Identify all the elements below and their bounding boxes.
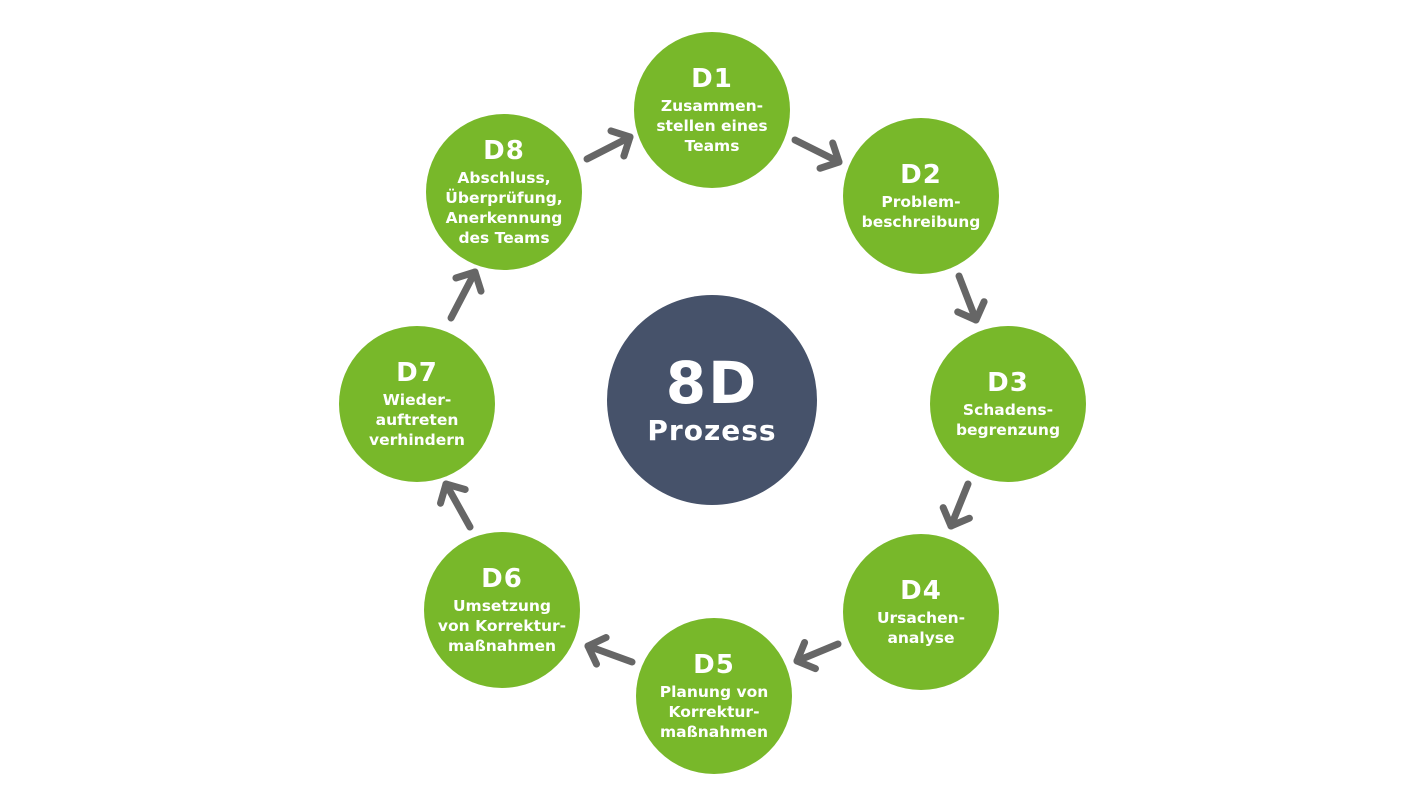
arrow-shaft <box>791 136 843 166</box>
step-label-line: Teams <box>684 136 740 155</box>
arrow-shaft <box>583 133 634 163</box>
step-d1: D1 Zusammen- stellen eines Teams <box>634 32 790 188</box>
step-label-line: Planung von <box>659 682 769 701</box>
step-label-line: Korrektur- <box>668 702 760 721</box>
arrow-shaft <box>955 272 980 324</box>
step-d7: D7 Wieder- auftreten verhindern <box>339 326 495 482</box>
step-d3: D3 Schadens- begrenzung <box>930 326 1086 482</box>
step-d4: D4 Ursachen- analyse <box>843 534 999 690</box>
center-hub: 8D Prozess <box>607 295 817 505</box>
arrow-shaft <box>447 268 479 322</box>
step-label-line: Ursachen- <box>876 608 966 627</box>
step-code: D4 <box>900 575 942 606</box>
arrow-shaft <box>793 640 842 665</box>
arrow-head <box>607 127 634 160</box>
step-code: D2 <box>900 159 942 190</box>
arrow-right-icon <box>939 480 973 530</box>
step-label-line: Umsetzung <box>452 596 552 615</box>
step-label-line: analyse <box>887 628 955 647</box>
arrow-head <box>954 298 988 324</box>
step-code: D5 <box>693 649 735 680</box>
arrow-head <box>793 639 819 673</box>
arrow-head <box>437 480 469 507</box>
arrow-right-icon <box>437 480 474 531</box>
step-label-line: stellen eines <box>656 116 768 135</box>
step-label-line: Schadens- <box>962 400 1054 419</box>
arrow-shaft <box>584 642 636 666</box>
step-label-line: maßnahmen <box>448 636 556 655</box>
step-label-line: Anerkennung <box>445 208 563 227</box>
arrow-head <box>816 139 843 172</box>
arrow-head <box>939 504 973 530</box>
center-subtitle: Prozess <box>647 414 777 447</box>
step-label-line: begrenzung <box>955 420 1061 439</box>
step-code: D6 <box>481 563 523 594</box>
arrow-head <box>584 634 610 668</box>
step-label-line: Abschluss, <box>457 168 551 187</box>
step-label-line: auftreten <box>375 410 459 429</box>
step-label-line: von Korrektur- <box>437 616 567 635</box>
step-d2: D2 Problem- beschreibung <box>843 118 999 274</box>
step-code: D3 <box>987 367 1029 398</box>
arrow-right-icon <box>447 268 485 322</box>
center-title: 8D <box>665 349 759 417</box>
step-code: D7 <box>396 357 438 388</box>
step-d5: D5 Planung von Korrektur- maßnahmen <box>636 618 792 774</box>
step-label-line: beschreibung <box>861 212 981 231</box>
step-label-line: Problem- <box>881 192 961 211</box>
step-code: D1 <box>691 63 733 94</box>
arrow-shaft <box>947 480 972 530</box>
arrow-right-icon <box>954 272 988 324</box>
step-label-line: maßnahmen <box>660 722 768 741</box>
step-label-line: verhindern <box>369 430 465 449</box>
step-label-line: Überprüfung, <box>445 188 563 207</box>
arrow-shaft <box>442 480 474 531</box>
step-d8: D8 Abschluss, Überprüfung, Anerkennung d… <box>426 114 582 270</box>
step-d6: D6 Umsetzung von Korrektur- maßnahmen <box>424 532 580 688</box>
arrow-right-icon <box>793 639 842 673</box>
arrow-head <box>452 268 485 295</box>
arrow-right-icon <box>583 127 634 163</box>
step-label-line: des Teams <box>458 228 550 247</box>
step-code: D8 <box>483 135 525 166</box>
arrow-right-icon <box>791 136 843 172</box>
step-label-line: Zusammen- <box>660 96 764 115</box>
arrow-right-icon <box>584 634 636 668</box>
step-label-line: Wieder- <box>382 390 452 409</box>
